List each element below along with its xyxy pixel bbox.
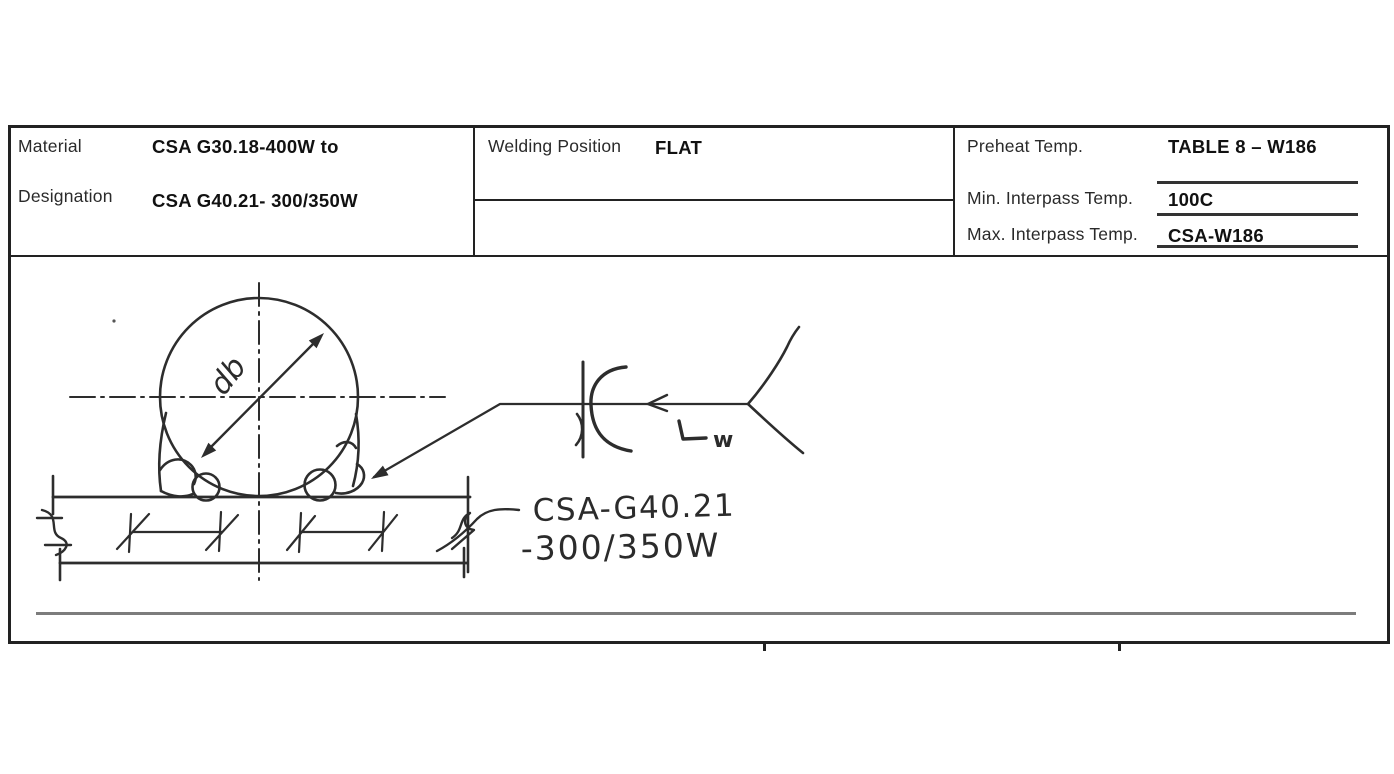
column-divider-1 (473, 125, 475, 257)
left-weld-bead-upper (158, 458, 197, 486)
right-weld-bead-small (335, 440, 358, 450)
diameter-arrow-line (205, 338, 319, 453)
plate-break-left (35, 508, 73, 557)
material-value-line1: CSA G30.18-400W to (152, 136, 339, 157)
next-row-tick-1 (763, 644, 766, 651)
weld-leader-line (372, 402, 750, 479)
weld-length-l-stroke (677, 419, 708, 441)
min-interpass-label: Min. Interpass Temp. (967, 188, 1134, 208)
material-label-line1: Material (18, 136, 82, 156)
table-border-right (1387, 125, 1390, 644)
dimension-left (115, 510, 240, 554)
preheat-temp-value: TABLE 8 – W186 (1168, 136, 1317, 157)
left-weld-flare-line (157, 411, 168, 493)
min-interpass-value: 100C (1168, 189, 1214, 210)
column-divider-2 (953, 125, 955, 257)
diameter-arrowhead-top (308, 333, 324, 349)
right-weld-flare-line (351, 412, 360, 488)
scan-speck (112, 319, 116, 323)
bar-diameter-label: db (203, 350, 254, 402)
max-interpass-label: Max. Interpass Temp. (967, 224, 1138, 244)
table-border-bottom (8, 641, 1390, 644)
welding-position-label: Welding Position (488, 136, 622, 156)
table-border-top (8, 125, 1390, 128)
symbol-tail-upper (746, 325, 801, 406)
welding-position-value: FLAT (655, 137, 703, 158)
max-interpass-value: CSA-W186 (1168, 225, 1264, 246)
max-interpass-value-underline (1157, 245, 1358, 248)
diagram-bottom-rule (36, 612, 1356, 615)
material-value-line2: CSA G40.21- 300/350W (152, 190, 358, 211)
left-weld-bead-toe (159, 489, 195, 498)
right-weld-bead-right (334, 462, 366, 495)
preheat-temp-label: Preheat Temp. (967, 136, 1084, 156)
left-weld-bead (191, 472, 221, 502)
material-note-line1: CSA-G40.21 (532, 488, 735, 529)
plate-break-right (435, 507, 521, 553)
next-row-tick-2 (1118, 644, 1121, 651)
right-weld-bead (303, 468, 337, 502)
weld-leader-arrowhead (371, 465, 389, 479)
weld-symbol-flare-curve (589, 365, 633, 453)
table-border-left (8, 125, 11, 644)
preheat-value-underline (1157, 181, 1358, 184)
symbol-tail-lower (746, 402, 805, 455)
header-row-divider (8, 255, 1390, 257)
weld-sketch: db (35, 282, 805, 582)
material-note-line2: -300/350W (520, 526, 720, 568)
weld-length-label-w: w (713, 428, 733, 453)
diameter-arrowhead-bottom (201, 442, 217, 458)
dimension-right (285, 510, 399, 554)
weld-symbol-contour-curl (574, 412, 584, 447)
position-cell-divider (473, 199, 955, 201)
min-interpass-value-underline (1157, 213, 1358, 216)
material-label-line2: Designation (18, 186, 113, 206)
reference-line-arrow (646, 393, 669, 413)
